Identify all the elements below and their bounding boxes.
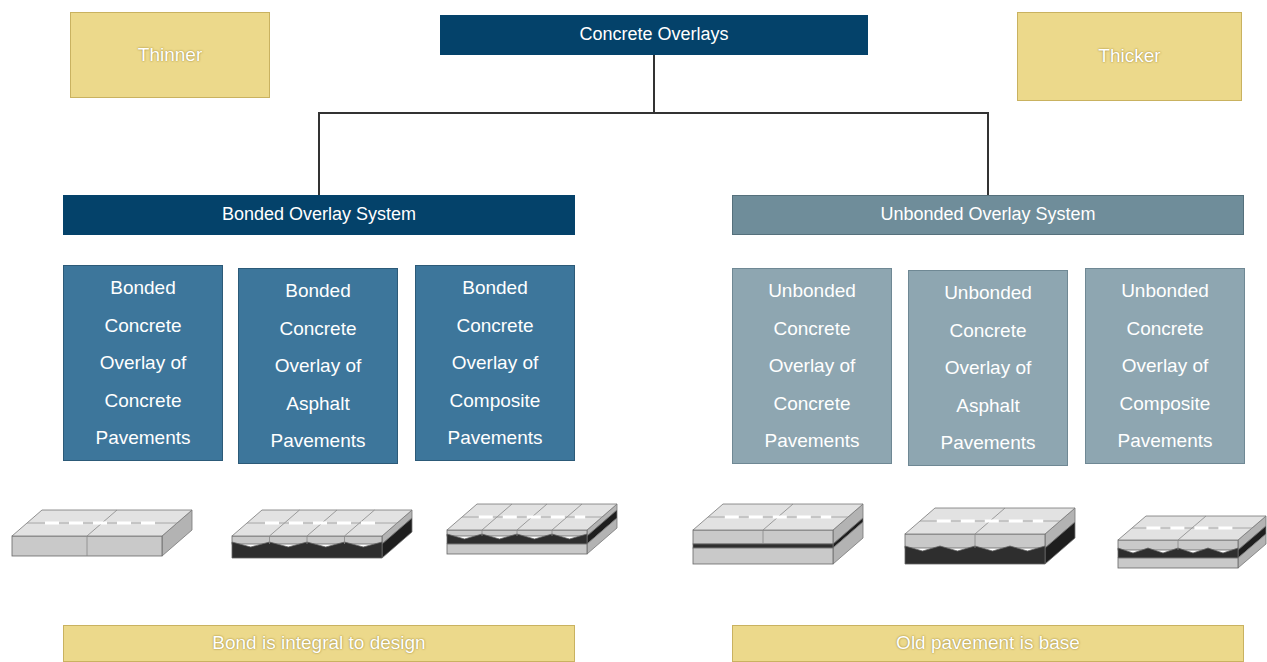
- overlay-type-box: Bonded Concrete Overlay of Composite Pav…: [415, 265, 575, 461]
- box-text: Unbonded Concrete Overlay of Composite P…: [1108, 272, 1222, 460]
- box-text: Unbonded Overlay System: [880, 204, 1095, 226]
- root-box: Concrete Overlays: [440, 15, 868, 55]
- overlay-type-box: Unbonded Concrete Overlay of Composite P…: [1085, 268, 1245, 464]
- tree-connector: [654, 55, 988, 195]
- box-text: Old pavement is base: [896, 632, 1080, 655]
- pavement-section: [693, 504, 863, 564]
- pavement-section: [12, 510, 192, 556]
- box-text: Concrete Overlays: [579, 24, 728, 46]
- box-text: Unbonded Concrete Overlay of Asphalt Pav…: [931, 274, 1045, 462]
- box-text: Unbonded Concrete Overlay of Concrete Pa…: [755, 272, 869, 460]
- overlay-type-box: Unbonded Concrete Overlay of Asphalt Pav…: [908, 270, 1068, 466]
- system-box: Bonded Overlay System: [63, 195, 575, 235]
- pavement-section: [1118, 516, 1266, 568]
- overlay-type-box: Bonded Concrete Overlay of Asphalt Pavem…: [238, 268, 398, 464]
- pavement-section: [232, 510, 412, 558]
- box-text: Thicker: [1098, 45, 1160, 68]
- pavement-section: [447, 504, 617, 554]
- box-text: Bonded Concrete Overlay of Asphalt Pavem…: [261, 272, 375, 460]
- system-box: Unbonded Overlay System: [732, 195, 1244, 235]
- box-text: Bonded Overlay System: [222, 204, 416, 226]
- note-band: Old pavement is base: [732, 625, 1244, 662]
- overlay-type-box: Unbonded Concrete Overlay of Concrete Pa…: [732, 268, 892, 464]
- pavement-section: [905, 508, 1075, 564]
- box-text: Thinner: [138, 44, 202, 67]
- tree-connector: [319, 55, 654, 195]
- box-text: Bonded Concrete Overlay of Composite Pav…: [438, 269, 552, 457]
- thickness-label: Thinner: [70, 12, 270, 98]
- thickness-label: Thicker: [1017, 12, 1242, 101]
- note-band: Bond is integral to design: [63, 625, 575, 662]
- overlay-type-box: Bonded Concrete Overlay of Concrete Pave…: [63, 265, 223, 461]
- box-text: Bonded Concrete Overlay of Concrete Pave…: [86, 269, 200, 457]
- box-text: Bond is integral to design: [212, 632, 425, 655]
